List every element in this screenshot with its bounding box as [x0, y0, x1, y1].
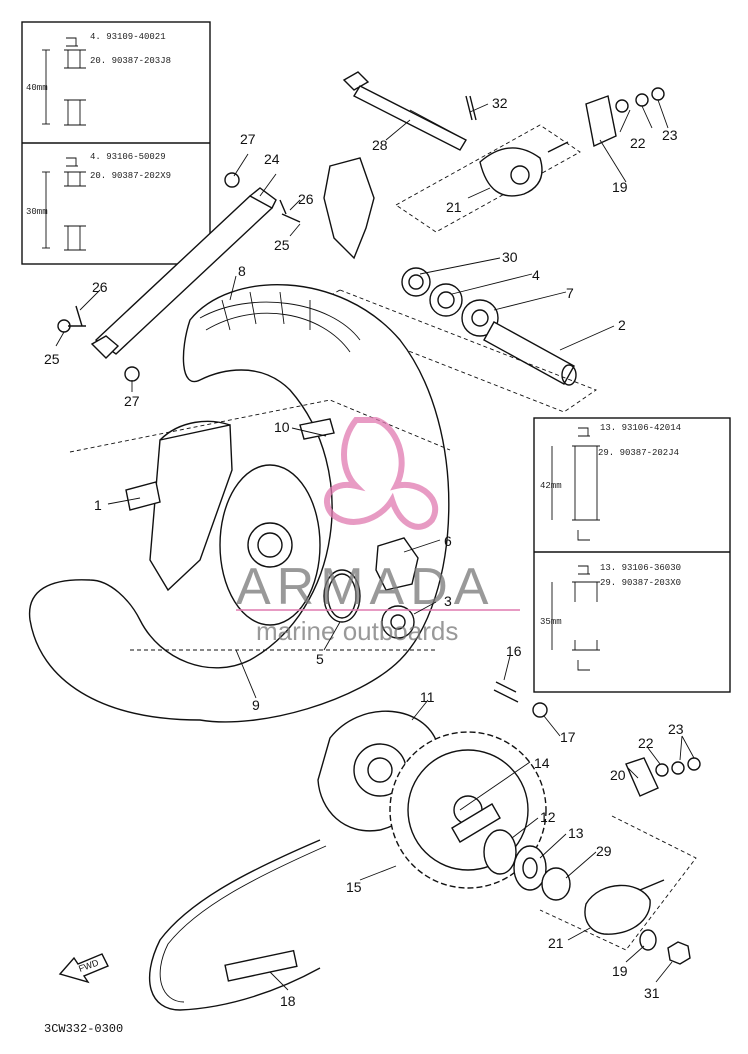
callout-28: 28	[372, 137, 388, 153]
callout-30: 30	[502, 249, 518, 265]
callout-6: 6	[444, 533, 452, 549]
inset-d-line1: 13. 93106-36030	[600, 563, 681, 573]
callout-23: 23	[662, 127, 678, 143]
callout-20: 19	[612, 179, 628, 195]
callout-16: 16	[506, 643, 522, 659]
rear-axle-part	[342, 71, 477, 151]
inset-c-dim: 42mm	[540, 481, 562, 491]
callout-7: 7	[566, 285, 574, 301]
callout-3: 3	[444, 593, 452, 609]
inset-b-line1: 4. 93106-50029	[90, 152, 166, 162]
lower-chain-adjuster-part	[539, 757, 701, 965]
inset-a-line2: 20. 90387-203J8	[90, 56, 171, 66]
callout-25: 25	[274, 237, 290, 253]
callout-19: 19	[612, 963, 628, 979]
callout-11: 11	[420, 689, 435, 705]
inset-d-line2: 29. 90387-203X0	[600, 578, 681, 588]
callout-8: 8	[238, 263, 246, 279]
armada-watermark-logo: ARMADA marine outboards	[236, 417, 520, 646]
fwd-arrow-icon: FWD	[58, 953, 109, 984]
callout-18: 18	[280, 993, 296, 1009]
callout-10: 10	[274, 419, 290, 435]
callout-12: 12	[540, 809, 556, 825]
callout-29: 29	[596, 843, 612, 859]
callout-9: 9	[252, 697, 260, 713]
callout-1: 1	[94, 497, 102, 513]
callout-22: 22	[638, 735, 654, 751]
callout-32: 32	[492, 95, 508, 111]
watermark-subtitle: marine outboards	[256, 616, 458, 646]
leader-lines	[55, 99, 695, 991]
diagram-code: 3CW332-0300	[44, 1022, 123, 1036]
callout-27: 27	[240, 131, 256, 147]
inset-d-dim: 35mm	[540, 617, 562, 627]
callout-21: 21	[548, 935, 564, 951]
callout-4: 4	[532, 267, 540, 283]
callout-labels: 32 28 22 23 19 21 27 24 26 25 30 4 7 2 2…	[44, 95, 684, 1009]
swing-arm-part	[57, 172, 301, 382]
bracket-and-bearings-part	[302, 157, 597, 413]
inset-a-dim: 40mm	[26, 83, 48, 93]
callout-22: 22	[630, 135, 646, 151]
inset-c-line2: 29. 90387-202J4	[598, 448, 679, 458]
inset-a-line1: 4. 93109-40021	[90, 32, 166, 42]
callout-26: 26	[298, 191, 314, 207]
callout-20: 20	[610, 767, 626, 783]
inset-c-line1: 13. 93106-42014	[600, 423, 681, 433]
upper-chain-adjuster-part	[395, 87, 665, 233]
callout-13: 13	[568, 825, 584, 841]
watermark-title: ARMADA	[236, 558, 494, 616]
callout-14: 14	[534, 755, 550, 771]
callout-21: 21	[446, 199, 462, 215]
callout-25: 25	[44, 351, 60, 367]
callout-15: 15	[346, 879, 362, 895]
inset-b-dim: 30mm	[26, 207, 48, 217]
callout-27: 27	[124, 393, 140, 409]
callout-17: 17	[560, 729, 576, 745]
inset-b-line2: 20. 90387-202X9	[90, 171, 171, 181]
inset-box-right: 13. 93106-42014 29. 90387-202J4 42mm 13.…	[533, 417, 731, 693]
callout-2: 2	[618, 317, 626, 333]
drive-chain-part	[148, 839, 327, 1011]
callout-31: 31	[644, 985, 660, 1001]
rear-wheel-tire-part	[28, 284, 451, 723]
callout-24: 24	[264, 151, 280, 167]
callout-23: 23	[668, 721, 684, 737]
callout-26: 26	[92, 279, 108, 295]
inset-box-top-left: 4. 93109-40021 20. 90387-203J8 40mm 4. 9…	[21, 21, 211, 265]
sprocket-bearings-parts	[483, 829, 571, 901]
callout-5: 5	[316, 651, 324, 667]
